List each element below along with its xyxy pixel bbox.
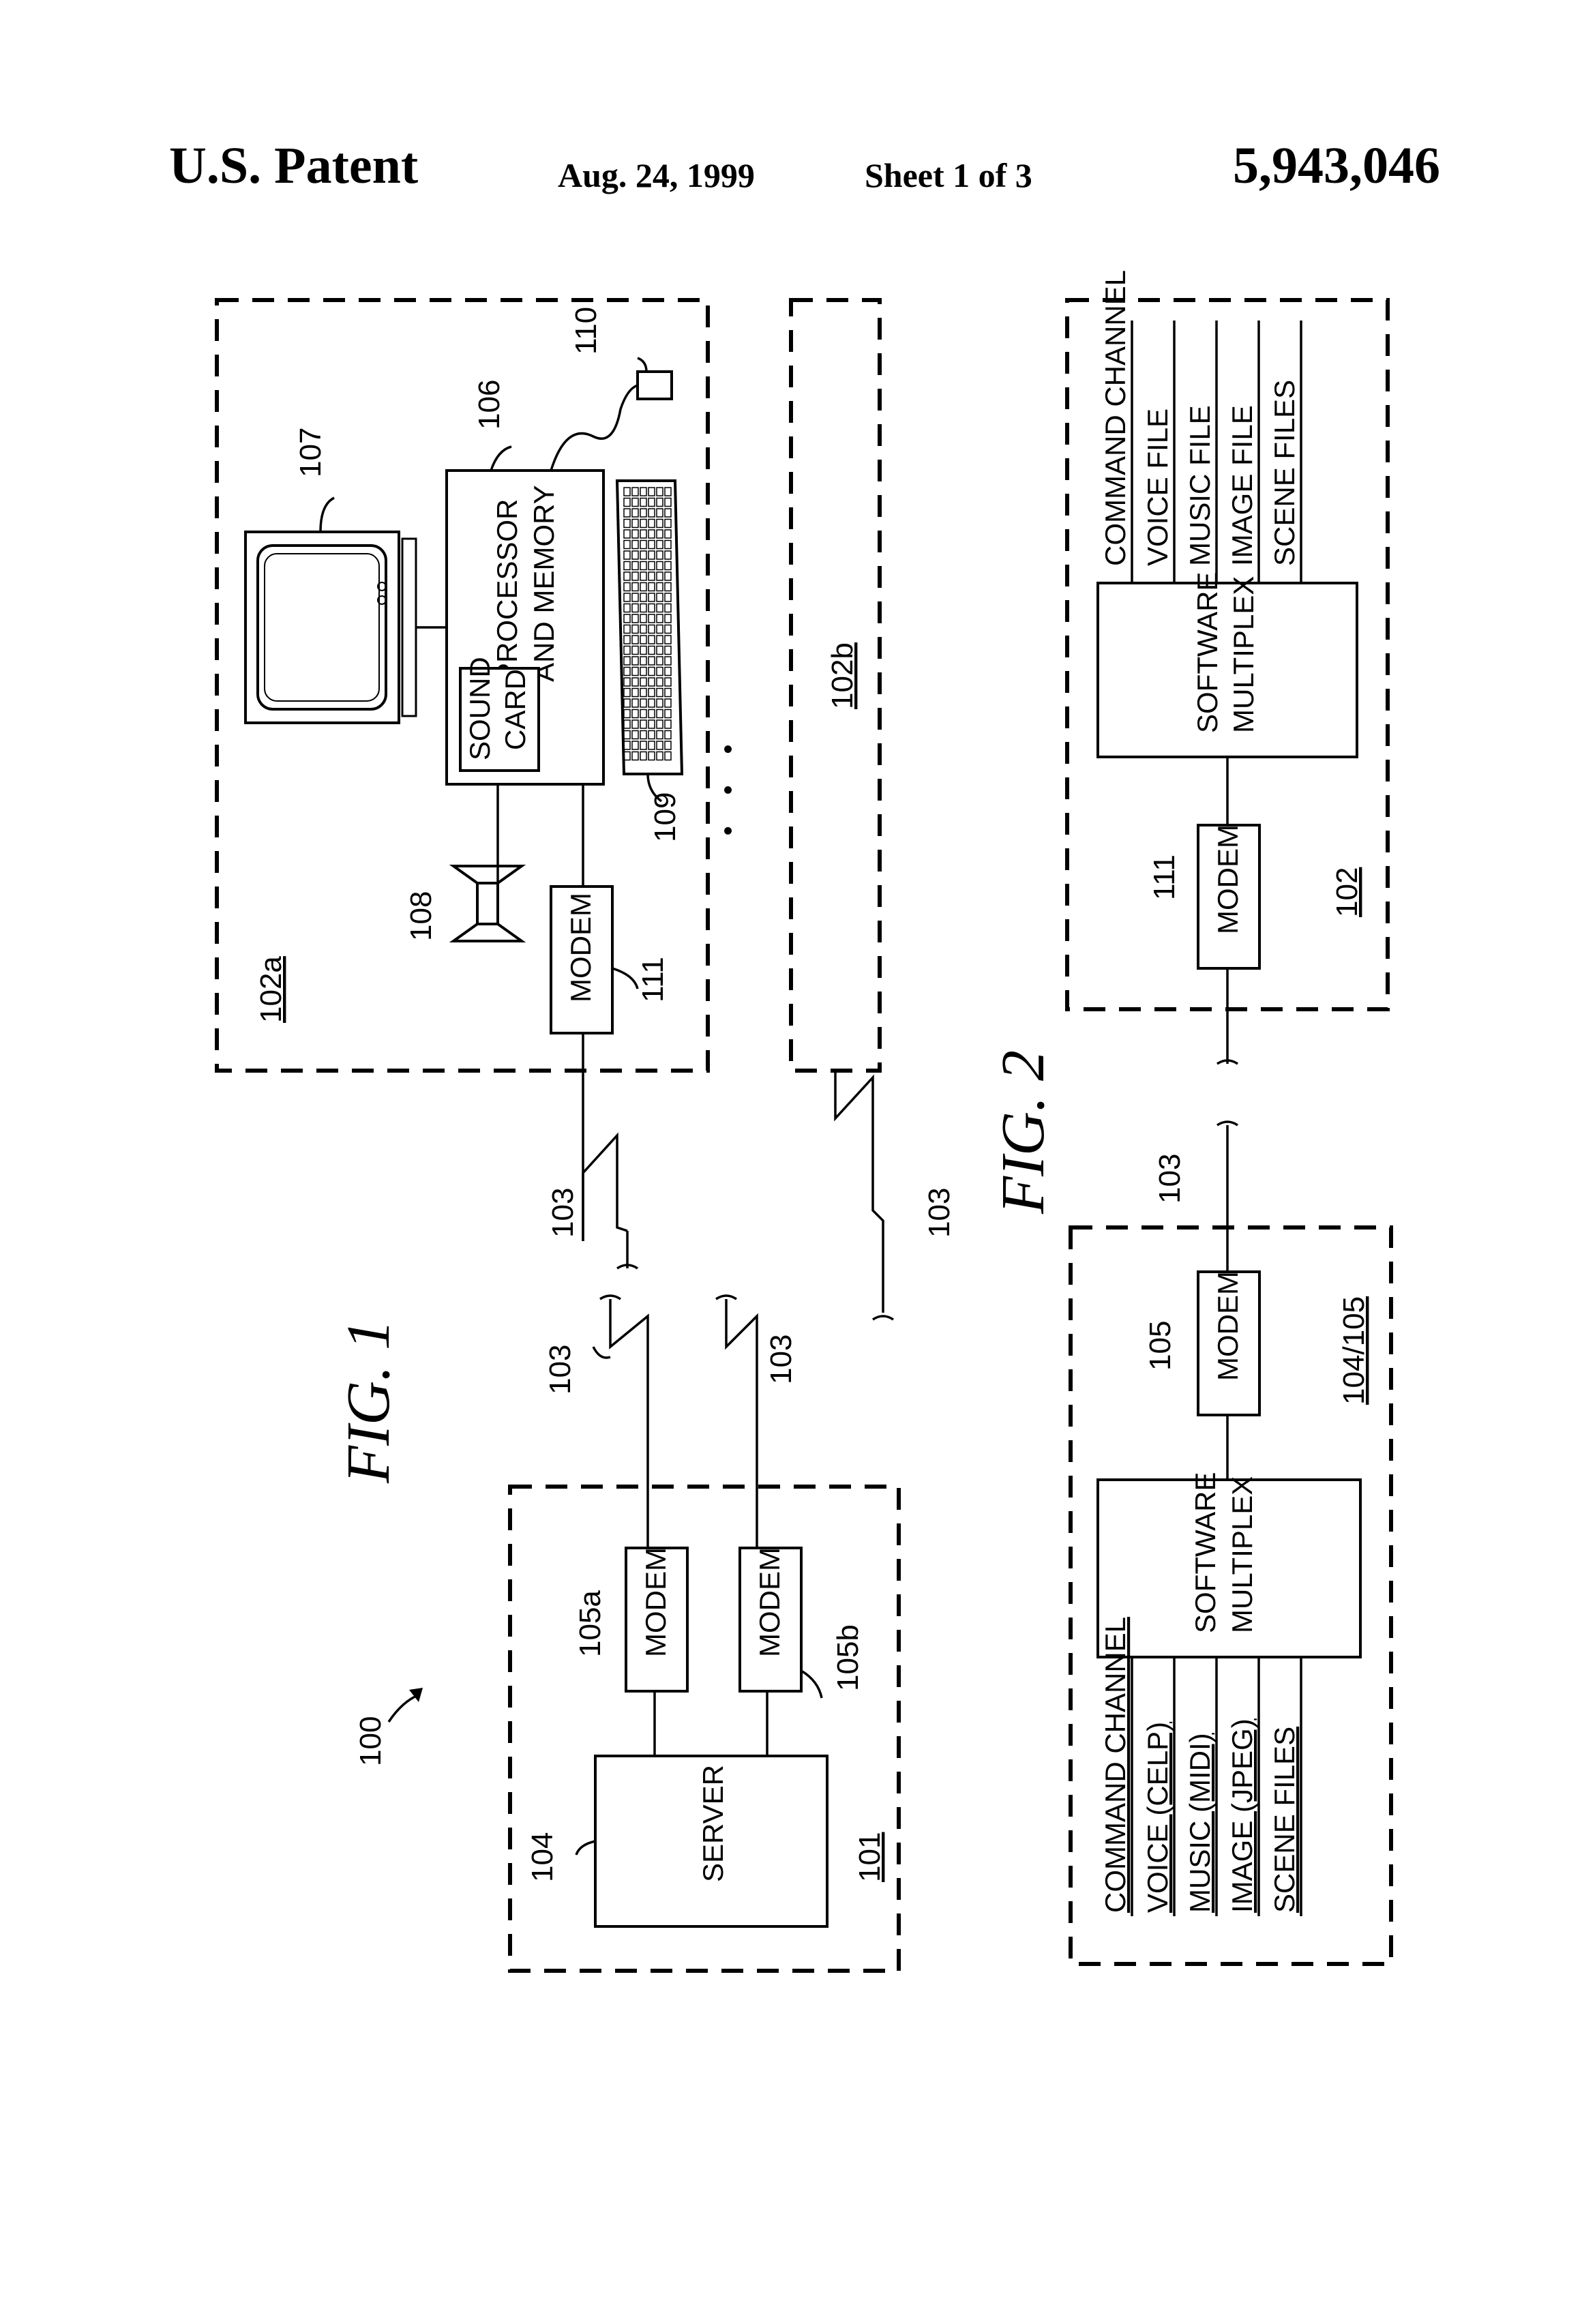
server-ref-leader [576,1841,595,1855]
client-channel-label: VOICE FILE [1141,408,1174,566]
monitor-ref: 107 [294,428,327,477]
client-102a-ref: 102a [254,956,288,1023]
link-103-server-a-ref: 103 [543,1345,577,1395]
link-103-server-b [726,1299,757,1548]
server-channel-label: MUSIC (MIDI) [1184,1733,1216,1913]
fig2-server-modem-ref: 105 [1144,1321,1177,1371]
client-channel-label: IMAGE FILE [1226,405,1258,566]
link-103-client-a [583,1135,627,1241]
sound-card-line1: SOUND [464,657,496,760]
speaker-ref: 108 [404,891,438,941]
monitor-ref-leader [320,498,334,532]
link-103-server-b-ref: 103 [764,1335,798,1384]
server-channel-label: IMAGE (JPEG) [1226,1718,1258,1913]
server-channel-label: VOICE (CELP) [1141,1722,1174,1913]
server-mux-line1: SOFTWARE [1189,1472,1221,1633]
processor-memory-line2: AND MEMORY [528,485,560,682]
system-ref: 100 [354,1716,387,1766]
mouse-icon [638,372,672,399]
client-102b-ref: 102b [826,642,859,709]
client-channel-label: SCENE FILES [1268,380,1300,566]
keyboard-ref: 109 [648,792,682,842]
link-103-client-a-ref: 103 [546,1188,580,1238]
link-103-server-a-ref-leader [593,1347,610,1358]
processor-ref: 106 [473,380,506,430]
client-modem-ref: 111 [636,957,670,1002]
client-channel-label: COMMAND CHANNEL [1099,270,1131,566]
server-modem-a-label: MODEM [640,1547,672,1657]
fig-1-caption: FIG. 1 [335,1320,402,1484]
sound-card-line2: CARD [499,669,531,750]
monitor-icon [245,532,416,723]
client-modem-label: MODEM [565,893,597,1002]
client-102-ref: 102 [1330,867,1364,917]
fig2-server-modem-label: MODEM [1212,1271,1244,1381]
mouse-cable [551,385,638,471]
client-channel-list: COMMAND CHANNEL VOICE FILE MUSIC FILE IMAGE… [1099,270,1301,583]
server-channel-label: COMMAND CHANNEL [1099,1617,1131,1913]
server-modem-a-ref: 105a [573,1590,607,1657]
client-mux-line2: MULTIPLEX [1227,576,1259,733]
fig2-server-ref: 104/105 [1337,1296,1371,1405]
speaker-icon [453,866,522,941]
link-103-server-a-break [600,1296,621,1299]
server-channel-label: SCENE FILES [1268,1727,1300,1913]
server-ref: 104 [526,1832,559,1882]
link-103-server-a [610,1299,648,1548]
mouse-ref-leader [638,358,646,372]
mouse-ref: 110 [569,307,603,355]
figure-1: 102a 107 PROCESSOR AND MEMORY 106 SOUND … [217,300,956,1971]
fig2-link-ref: 103 [1153,1154,1186,1204]
ellipsis: • • • [714,732,743,835]
server-modem-b-label: MODEM [753,1547,786,1657]
link-103-client-b [835,1071,883,1313]
server-modem-b-ref-leader [801,1671,822,1698]
server-modem-b-ref: 105b [831,1624,865,1691]
server-mux-line2: MULTIPLEX [1226,1476,1258,1633]
link-103-client-b-ref: 103 [923,1188,956,1238]
server-site-ref: 101 [853,1832,886,1882]
figure-2: 102 SOFTWARE MULTIPLEX COMMAND CHANNEL VO… [989,270,1391,1964]
client-mux-line1: SOFTWARE [1191,572,1223,733]
server-label: SERVER [697,1765,729,1882]
client-modem-ref-leader [612,968,638,989]
system-ref-arrow [389,1695,419,1722]
fig2-client-modem-ref: 111 [1148,854,1181,900]
server-channel-list: COMMAND CHANNEL VOICE (CELP) MUSIC (MIDI) I… [1099,1617,1301,1916]
link-103-server-b-break [716,1296,736,1299]
keyboard-icon [617,481,682,774]
client-channel-label: MUSIC FILE [1184,405,1216,566]
processor-ref-leader [491,447,511,471]
fig2-server-link-break [1217,1122,1238,1125]
processor-memory-line1: PROCESSOR [491,499,523,682]
fig-2-caption: FIG. 2 [989,1050,1057,1215]
link-103-client-b-break [873,1316,893,1320]
fig2-client-modem-label: MODEM [1212,824,1244,934]
